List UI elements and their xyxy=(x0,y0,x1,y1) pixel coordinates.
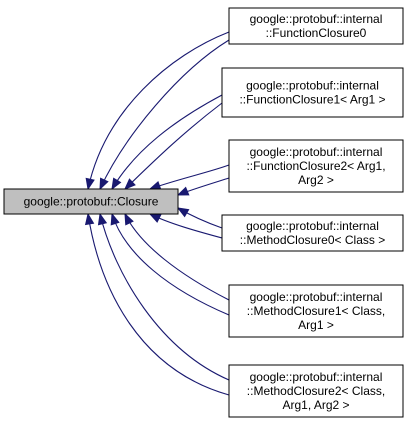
inheritance-edge xyxy=(124,213,230,301)
inheritance-arrowhead xyxy=(85,177,95,191)
method-closure0-node-label-line: ::MethodClosure0< Class > xyxy=(240,233,385,247)
inheritance-arrowhead xyxy=(110,212,120,226)
function-closure0-node-box xyxy=(228,7,404,45)
inheritance-edge xyxy=(111,213,230,316)
inheritance-edge xyxy=(87,31,230,190)
inheritance-edge xyxy=(87,213,230,396)
method-closure2-node[interactable]: google::protobuf::internal::MethodClosur… xyxy=(228,364,404,418)
method-closure1-node-label-line: ::MethodClosure1< Class, xyxy=(247,304,385,318)
method-closure0-node-label-line: google::protobuf::internal xyxy=(246,219,379,233)
base-class-node[interactable]: google::protobuf::Closure xyxy=(3,188,179,215)
inheritance-arrowhead xyxy=(176,207,190,218)
inheritance-arrowhead xyxy=(84,212,95,226)
class-nodes: google::protobuf::Closuregoogle::protobu… xyxy=(3,7,404,418)
function-closure2-node-box xyxy=(228,139,404,193)
function-closure1-node-box xyxy=(221,67,404,118)
inheritance-arrowhead xyxy=(97,212,108,226)
function-closure2-node-label-line: ::FunctionClosure2< Arg1, xyxy=(246,159,385,173)
inheritance-arrowhead xyxy=(111,177,122,191)
function-closure1-node-label-line: ::FunctionClosure1< Arg1 > xyxy=(239,93,385,107)
method-closure2-node-label-line: ::MethodClosure2< Class, xyxy=(247,384,385,398)
function-closure1-node[interactable]: google::protobuf::internal::FunctionClos… xyxy=(221,67,404,118)
function-closure2-node[interactable]: google::protobuf::internal::FunctionClos… xyxy=(228,139,404,193)
inheritance-edges xyxy=(84,31,230,396)
function-closure1-node-label-line: google::protobuf::internal xyxy=(246,79,379,93)
function-closure0-node-label-line: google::protobuf::internal xyxy=(250,12,383,26)
method-closure0-node-box xyxy=(221,214,404,252)
inheritance-arrowhead xyxy=(148,180,162,190)
inheritance-edge xyxy=(149,164,230,190)
method-closure0-node[interactable]: google::protobuf::internal::MethodClosur… xyxy=(221,214,404,252)
inheritance-edge xyxy=(124,102,223,190)
inheritance-arrowhead xyxy=(124,178,136,190)
base-class-node-box xyxy=(3,188,179,215)
inheritance-arrowhead xyxy=(99,177,109,191)
inheritance-arrowhead xyxy=(176,186,190,196)
function-closure0-node-label-line: ::FunctionClosure0 xyxy=(266,26,367,40)
inheritance-arrowhead xyxy=(124,212,134,226)
method-closure2-node-box xyxy=(228,364,404,418)
function-closure2-node-label-line: Arg2 > xyxy=(298,173,334,187)
method-closure1-node-label-line: google::protobuf::internal xyxy=(250,290,383,304)
method-closure1-node-box xyxy=(228,284,404,338)
inheritance-edge xyxy=(99,39,230,190)
method-closure2-node-label-line: Arg1, Arg2 > xyxy=(282,398,349,412)
function-closure0-node[interactable]: google::protobuf::internal::FunctionClos… xyxy=(228,7,404,45)
function-closure2-node-label-line: google::protobuf::internal xyxy=(250,145,383,159)
base-class-node-label-line: google::protobuf::Closure xyxy=(24,195,159,209)
inheritance-edge xyxy=(149,213,223,239)
inheritance-edge xyxy=(111,94,223,190)
method-closure1-node[interactable]: google::protobuf::internal::MethodClosur… xyxy=(228,284,404,338)
inheritance-edge xyxy=(99,213,230,381)
inheritance-arrowhead xyxy=(148,213,162,223)
method-closure1-node-label-line: Arg1 > xyxy=(298,318,334,332)
method-closure2-node-label-line: google::protobuf::internal xyxy=(250,370,383,384)
